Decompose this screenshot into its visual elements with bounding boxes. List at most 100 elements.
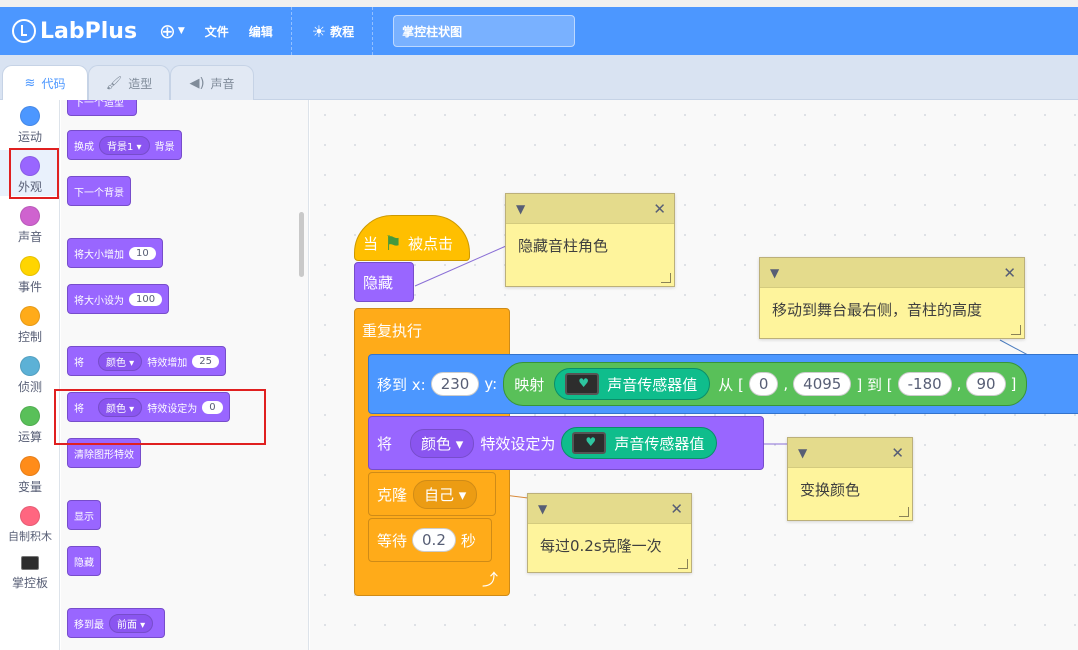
palette-change-effect-block[interactable]: 将 颜色 ▾ 特效增加 25 [67,346,226,376]
palette-next-backdrop-block[interactable]: 下一个背景 [67,176,131,206]
tab-code[interactable]: ≋ 代码 [2,65,88,101]
tab-costumes[interactable]: 🖌 造型 [88,65,170,100]
dropdown-value: 前面 [117,619,137,631]
from-high-input[interactable]: 4095 [793,372,852,396]
chevron-down-icon: ▼ [177,26,185,36]
collapse-icon[interactable]: ▼ [770,265,780,280]
dropdown-value: 颜色 [106,357,126,369]
block-label: , [783,375,789,393]
x-input[interactable]: 230 [430,372,480,396]
create-clone-block[interactable]: 克隆 自己 ▾ [368,472,496,516]
language-menu[interactable]: ⊕ ▼ [159,19,185,43]
collapse-icon[interactable]: ▼ [516,201,526,216]
category-label: 事件 [17,280,42,294]
tab-sounds[interactable]: ◀) 声音 [170,65,254,100]
comment-note[interactable]: ▼ ✕ 隐藏音柱角色 [505,193,675,287]
close-icon[interactable]: ✕ [670,499,683,518]
sound-sensor-reporter[interactable]: 声音传感器值 [561,427,718,459]
looks-color-dot [20,156,40,176]
category-operators[interactable]: 运算 [0,406,60,445]
comment-text[interactable]: 变换颜色 [800,481,861,499]
palette-hide-block[interactable]: 隐藏 [67,546,101,576]
app-logo[interactable]: LabPlus [12,19,137,44]
resize-handle[interactable] [1011,325,1021,335]
script-canvas[interactable]: 当 ⚑ 被点击 隐藏 重复执行 ⤴ 移到 x: 230 y: 映射 声音传感器值… [310,100,1078,650]
category-control[interactable]: 控制 [0,306,60,345]
to-high-input[interactable]: 90 [966,372,1006,396]
resize-handle[interactable] [661,273,671,283]
category-label: 变量 [17,480,42,494]
close-icon[interactable]: ✕ [891,443,904,462]
palette-scrollbar[interactable] [299,212,304,277]
resize-handle[interactable] [899,507,909,517]
close-icon[interactable]: ✕ [653,199,666,218]
highlight-box-set-effect [54,389,266,445]
lightbulb-icon: ☀ [311,21,327,41]
block-label: 特效增加 [147,357,188,369]
hide-block[interactable]: 隐藏 [354,262,414,302]
category-sensing[interactable]: 侦测 [0,356,60,395]
dropdown-value: 背景1 [107,141,134,153]
number-input[interactable]: 10 [129,246,156,260]
block-label: 隐藏 [363,273,394,292]
comment-text[interactable]: 每过0.2s克隆一次 [540,537,662,555]
number-input[interactable]: 25 [192,354,219,368]
palette-set-effect-block[interactable]: 将 颜色 ▾ 特效设定为 0 [67,392,230,422]
wait-block[interactable]: 等待 0.2 秒 [368,518,492,562]
comment-note[interactable]: ▼ ✕ 变换颜色 [787,437,913,521]
category-label: 运动 [17,130,42,144]
set-effect-block[interactable]: 将 颜色 ▾ 特效设定为 声音传感器值 [368,416,764,470]
to-low-input[interactable]: -180 [897,372,952,396]
category-events[interactable]: 事件 [0,256,60,295]
edit-menu[interactable]: 编辑 [248,24,273,39]
file-menu[interactable]: 文件 [204,24,229,39]
close-icon[interactable]: ✕ [1003,263,1016,282]
when-flag-clicked-block[interactable]: 当 ⚑ 被点击 [354,215,470,261]
comment-note[interactable]: ▼ ✕ 每过0.2s克隆一次 [527,493,692,573]
resize-handle[interactable] [678,559,688,569]
map-reporter[interactable]: 映射 声音传感器值 从 [ 0 , 4095 ] 到 [ -180 , 90 ] [503,362,1028,406]
logo-icon [12,19,36,43]
sound-sensor-reporter[interactable]: 声音传感器值 [554,368,711,400]
comment-text[interactable]: 移动到舞台最右侧，音柱的高度 [772,301,983,319]
collapse-icon[interactable]: ▼ [538,501,548,516]
seconds-input[interactable]: 0.2 [412,528,456,552]
effect-dropdown[interactable]: 颜色 ▾ [410,428,475,458]
layer-dropdown[interactable]: 前面 ▾ [109,613,154,633]
category-variables[interactable]: 变量 [0,456,60,495]
category-motion[interactable]: 运动 [0,106,60,145]
go-to-xy-block[interactable]: 移到 x: 230 y: 映射 声音传感器值 从 [ 0 , 4095 ] 到 … [368,354,1078,414]
block-label: 当 [363,234,379,253]
palette-set-size-block[interactable]: 将大小设为 100 [67,284,170,314]
tutorial-menu[interactable]: ☀ 教程 [312,22,354,41]
category-my-blocks[interactable]: 自制积木 [0,506,60,544]
project-title-input[interactable] [393,15,576,47]
number-input[interactable]: 0 [202,400,223,414]
block-label: 将 [74,403,84,415]
effect-dropdown[interactable]: 颜色 ▾ [98,351,143,371]
tab-costumes-label: 造型 [128,76,153,91]
block-label: 等待 [377,531,408,550]
comment-text[interactable]: 隐藏音柱角色 [518,237,609,255]
category-label: 声音 [17,230,42,244]
palette-show-block[interactable]: 显示 [67,500,101,530]
palette-change-size-block[interactable]: 将大小增加 10 [67,238,163,268]
palette-switch-backdrop-block[interactable]: 换成 背景1 ▾ 背景 [67,130,182,160]
block-label: 将大小增加 [74,249,124,261]
category-mpython[interactable]: 掌控板 [0,556,60,591]
palette-go-to-layer-block[interactable]: 移到最 前面 ▾ [67,608,166,638]
dropdown-value: 颜色 [106,403,126,415]
category-sound[interactable]: 声音 [0,206,60,245]
clone-target-dropdown[interactable]: 自己 ▾ [413,479,478,509]
number-input[interactable]: 100 [129,292,163,306]
from-low-input[interactable]: 0 [748,372,779,396]
effect-dropdown[interactable]: 颜色 ▾ [98,397,143,417]
palette-next-costume-block[interactable]: 下一个造型 [67,100,137,116]
comment-header: ▼ ✕ [788,438,912,468]
comment-note[interactable]: ▼ ✕ 移动到舞台最右侧，音柱的高度 [759,257,1025,339]
block-label: ] [1010,375,1017,393]
block-label: 显示 [74,511,94,523]
backdrop-dropdown[interactable]: 背景1 ▾ [99,135,150,155]
tab-code-label: 代码 [41,77,66,91]
collapse-icon[interactable]: ▼ [798,445,808,460]
